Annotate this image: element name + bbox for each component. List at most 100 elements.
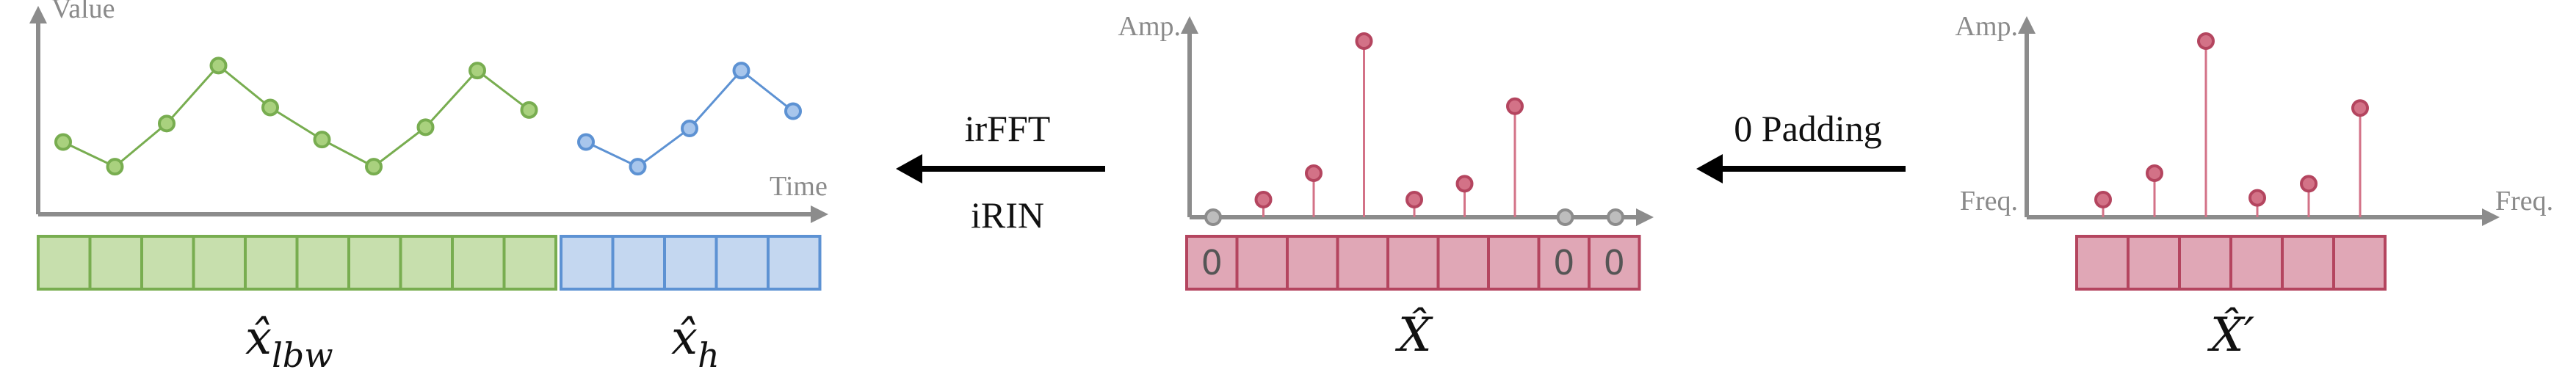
lookback-series-point-2 [106, 158, 124, 176]
middle-spectrum-cell-4 [1336, 235, 1389, 291]
right-x-axis-label-right: Freq. [2495, 186, 2553, 216]
middle-spectrum-zero-point-9 [1607, 208, 1624, 226]
middle-spectrum-point-7 [1506, 97, 1524, 115]
left-x-axis-arrowhead [811, 205, 828, 223]
middle-spectrum-cell-label-9: 0 [1604, 243, 1625, 283]
padded-spectrum-cell-4 [2229, 235, 2284, 291]
padded-spectrum-cell-5 [2281, 235, 2335, 291]
left-panel: Value Time x̂lbw x̂h [29, 0, 828, 375]
horizon-cell-1 [560, 235, 615, 291]
lookback-window-cell-4 [192, 235, 247, 291]
padded-spectrum-cell-2 [2127, 235, 2181, 291]
padded-spectrum-point-3 [2197, 32, 2215, 50]
padded-spectrum-symbol: X̂′ [2207, 307, 2255, 363]
horizon-series-point-2 [629, 158, 647, 176]
lookback-series [54, 57, 538, 176]
inverse-transform-arrow: irFFT iRIN [896, 108, 1105, 236]
horizon-series-line [585, 69, 794, 168]
horizon-cell-2 [611, 235, 666, 291]
middle-spectrum-cell-5 [1386, 235, 1440, 291]
middle-spectrum-stems [1204, 32, 1624, 226]
middle-spectrum-cell-7 [1487, 235, 1541, 291]
horizon-cell-4 [714, 235, 770, 291]
lookback-series-point-10 [520, 101, 538, 119]
horizon-series-point-3 [681, 120, 698, 138]
lookback-window-cell-5 [244, 235, 299, 291]
middle-y-axis-arrowhead [1181, 16, 1198, 34]
right-x-axis-label-left: Freq. [1960, 186, 2018, 216]
padded-spectrum-point-2 [2146, 164, 2163, 182]
lookback-series-point-9 [468, 62, 486, 80]
padded-spectrum-point-6 [2351, 99, 2369, 117]
padded-spectrum-cells [2075, 235, 2387, 291]
middle-spectrum-cell-1 [1185, 235, 1239, 291]
lookback-series-point-1 [54, 133, 72, 151]
lookback-window-cell-1 [37, 235, 92, 291]
lookback-window-subscript: lbw [272, 335, 333, 375]
middle-spectrum-point-4 [1355, 32, 1373, 50]
horizon-cell-5 [767, 235, 822, 291]
padded-spectrum-cell-1 [2075, 235, 2130, 291]
padded-spectrum-cell-3 [2178, 235, 2232, 291]
horizon-cells [560, 235, 822, 291]
right-y-axis-label: Amp. [1955, 11, 2019, 42]
left-y-axis-label: Value [51, 0, 115, 24]
horizon-series-point-1 [577, 133, 595, 151]
middle-spectrum-point-3 [1305, 164, 1323, 182]
middle-spectrum-cell-label-1: 0 [1201, 243, 1223, 283]
padded-spectrum-point-4 [2248, 189, 2266, 207]
lookback-window-cell-9 [451, 235, 506, 291]
lookback-window-cell-2 [88, 235, 143, 291]
middle-spectrum-zero-point-1 [1204, 208, 1222, 226]
lookback-window-cells [37, 235, 557, 291]
irin-label: iRIN [971, 194, 1044, 236]
lookback-series-point-8 [416, 118, 435, 136]
padded-spectrum-point-1 [2094, 191, 2112, 208]
lookback-window-cell-3 [140, 235, 195, 291]
right-y-axis-arrowhead [2018, 16, 2036, 34]
zero-padding-arrowhead [1696, 154, 1723, 183]
inverse-transform-arrowhead [896, 154, 922, 183]
lookback-series-line [62, 64, 530, 168]
lookback-window-cell-10 [502, 235, 557, 291]
middle-spectrum-cell-label-8: 0 [1553, 243, 1574, 283]
middle-spectrum-cell-9 [1588, 235, 1641, 291]
lookback-series-point-7 [365, 158, 383, 176]
right-x-axis-arrowhead [2482, 208, 2500, 226]
middle-spectrum-point-2 [1254, 191, 1273, 208]
middle-spectrum-cell-6 [1436, 235, 1490, 291]
spectrum-symbol: X̂ [1394, 307, 1433, 363]
horizon-symbol: x̂h [671, 311, 720, 375]
zero-padding-arrow: 0 Padding [1696, 108, 1906, 183]
lookback-series-point-6 [313, 131, 331, 149]
padded-spectrum-point-5 [2300, 175, 2318, 193]
lookback-window-symbol: x̂lbw [245, 311, 333, 375]
horizon-series [577, 62, 802, 176]
padded-spectrum-stems [2094, 32, 2369, 217]
middle-spectrum-point-6 [1455, 175, 1474, 193]
padded-spectrum-cell-6 [2332, 235, 2387, 291]
irfft-label: irFFT [965, 108, 1051, 149]
lookback-window-cell-6 [295, 235, 350, 291]
left-y-axis-arrowhead [29, 6, 47, 23]
horizon-cell-3 [663, 235, 718, 291]
middle-spectrum-point-5 [1405, 191, 1423, 208]
horizon-subscript: h [698, 335, 720, 375]
lookback-series-point-5 [261, 98, 279, 117]
lookback-window-cell-8 [399, 235, 454, 291]
right-panel: Amp. Freq. Freq. X̂′ [1955, 11, 2554, 363]
zero-padding-label: 0 Padding [1734, 108, 1881, 149]
left-x-axis-label: Time [770, 171, 828, 202]
horizon-series-point-5 [784, 102, 802, 120]
middle-x-axis-arrowhead [1636, 208, 1654, 226]
middle-spectrum-zero-point-8 [1556, 208, 1574, 226]
lookback-series-point-4 [209, 57, 228, 75]
middle-y-axis-label: Amp. [1118, 11, 1182, 42]
lookback-window-cell-7 [347, 235, 402, 291]
horizon-series-point-4 [732, 62, 750, 80]
middle-spectrum-cell-3 [1286, 235, 1339, 291]
middle-spectrum-cell-2 [1235, 235, 1289, 291]
